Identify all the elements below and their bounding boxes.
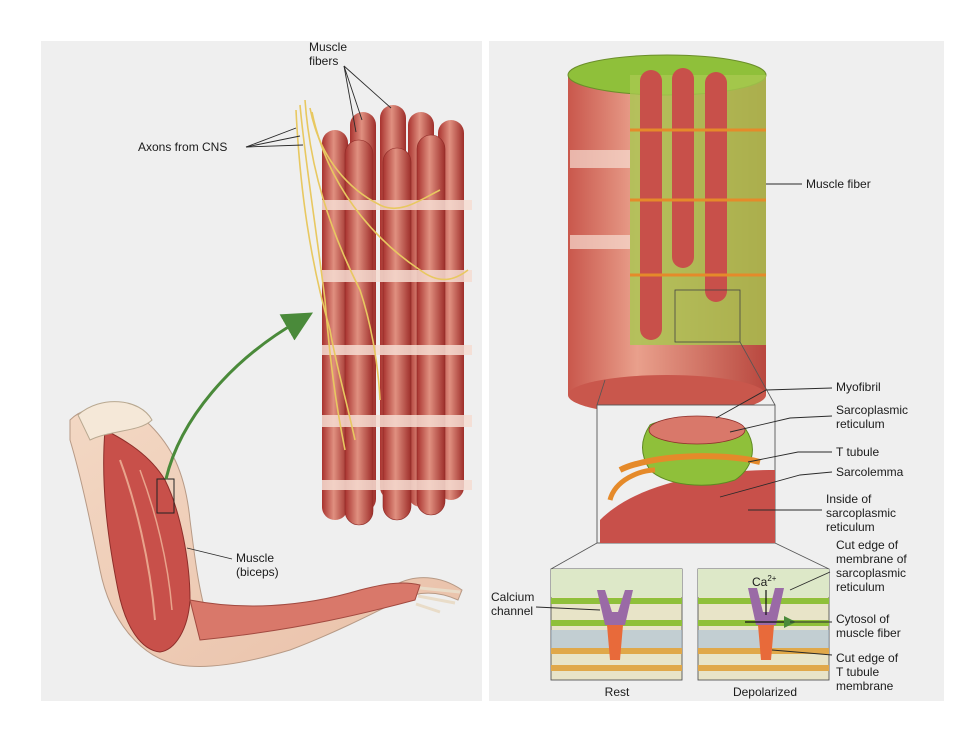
zoom-arrow bbox=[164, 312, 314, 480]
label-rest: Rest bbox=[604, 685, 630, 699]
label-cytosol: Cytosol of muscle fiber bbox=[836, 612, 901, 640]
calcium-ion-symbol: Ca bbox=[752, 575, 768, 589]
label-t-tubule: T tubule bbox=[836, 445, 880, 459]
rest-inset bbox=[550, 568, 683, 681]
label-muscle-fibers: Muscle fibers bbox=[309, 40, 348, 68]
label-depolarized: Depolarized bbox=[732, 685, 798, 699]
muscle-fiber-bundle bbox=[295, 99, 472, 526]
label-muscle-fiber: Muscle fiber bbox=[806, 177, 871, 191]
label-calcium-ion: Ca2+ bbox=[752, 572, 776, 589]
label-cut-edge-t-tubule: Cut edge of T tubule membrane bbox=[836, 651, 899, 693]
label-inside-sarcoplasmic-reticulum: Inside of sarcoplasmic reticulum bbox=[826, 492, 897, 534]
label-muscle-biceps: Muscle (biceps) bbox=[236, 551, 279, 579]
label-sarcoplasmic-reticulum: Sarcoplasmic reticulum bbox=[836, 403, 909, 431]
depolarized-inset bbox=[697, 568, 830, 681]
leader-lines bbox=[186, 65, 833, 656]
label-axons-from-cns: Axons from CNS bbox=[138, 140, 228, 154]
label-sarcolemma: Sarcolemma bbox=[836, 465, 904, 479]
calcium-ion-charge: 2+ bbox=[767, 574, 777, 583]
muscle-fiber-cylinder bbox=[567, 54, 767, 415]
label-calcium-channel: Calcium channel bbox=[491, 590, 535, 618]
label-cut-edge-sr-membrane: Cut edge of membrane of sarcoplasmic ret… bbox=[836, 538, 907, 594]
label-myofibril: Myofibril bbox=[836, 380, 881, 394]
